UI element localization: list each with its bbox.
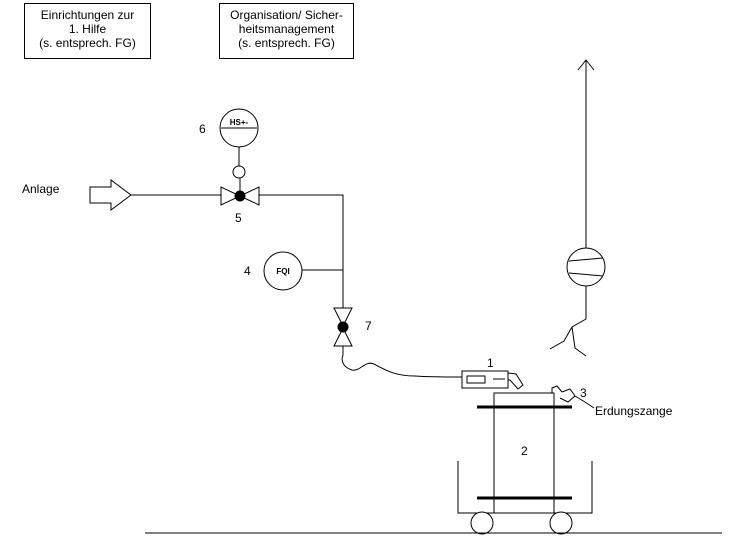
number-1: 1 bbox=[487, 356, 494, 370]
hs-instrument-icon bbox=[219, 108, 259, 148]
organisation-line-1: Organisation/ Sicher- bbox=[230, 8, 343, 22]
valve-5-icon bbox=[220, 147, 260, 206]
first-aid-box: Einrichtungen zur 1. Hilfe (s. entsprech… bbox=[24, 3, 151, 59]
organisation-box: Organisation/ Sicher- heitsmanagement (s… bbox=[219, 3, 354, 59]
pipe-to-valve-7 bbox=[259, 194, 344, 308]
anlage-label: Anlage bbox=[22, 182, 60, 196]
number-3: 3 bbox=[580, 386, 587, 400]
trolley bbox=[457, 461, 593, 535]
fqi-instrument-label: FQI bbox=[276, 267, 289, 276]
number-5: 5 bbox=[235, 211, 242, 225]
number-7: 7 bbox=[365, 319, 372, 333]
first-aid-line-3: (s. entsprech. FG) bbox=[39, 36, 136, 50]
hs-instrument-label: HS+- bbox=[230, 118, 249, 127]
organisation-line-3: (s. entsprech. FG) bbox=[238, 36, 335, 50]
fan-icon bbox=[566, 247, 606, 287]
exhaust-line bbox=[549, 59, 595, 357]
container-2 bbox=[477, 392, 572, 514]
erdungszange-label: Erdungszange bbox=[595, 404, 673, 418]
nozzle-1-icon bbox=[461, 370, 524, 390]
number-4: 4 bbox=[244, 264, 251, 278]
first-aid-line-1: Einrichtungen zur bbox=[40, 8, 135, 22]
grounding-clamp-icon bbox=[551, 385, 595, 409]
fqi-instrument-icon bbox=[263, 251, 303, 291]
first-aid-line-2: 1. Hilfe bbox=[68, 22, 107, 36]
inlet-arrow-icon bbox=[89, 179, 132, 211]
valve-7-icon bbox=[333, 307, 353, 347]
filling-hose bbox=[341, 346, 463, 378]
organisation-line-2: heitsmanagement bbox=[238, 22, 335, 36]
number-6: 6 bbox=[199, 122, 206, 136]
number-2: 2 bbox=[521, 444, 528, 458]
